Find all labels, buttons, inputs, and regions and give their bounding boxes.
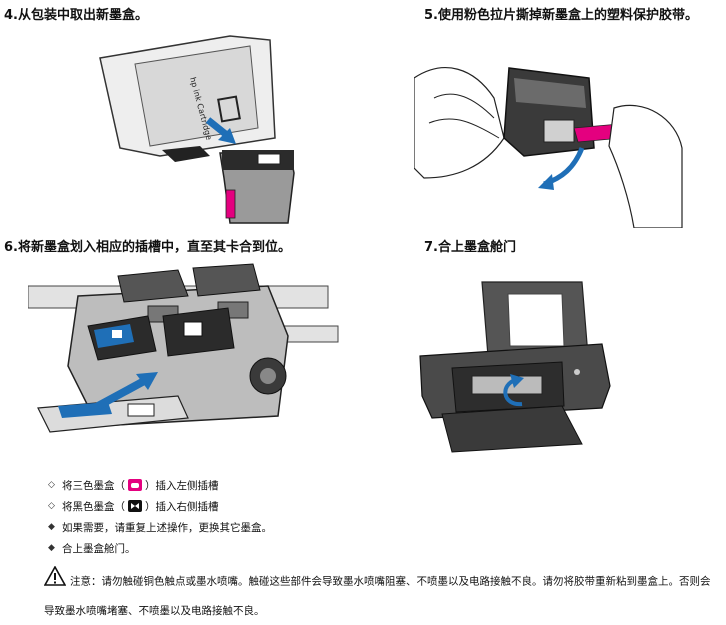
step-4-illustration: hp ink Cartridge — [99, 35, 295, 224]
note-marker: ◇ — [48, 501, 55, 511]
cartridge-being-peeled — [503, 67, 595, 157]
note-text-after: ）插入右侧插槽 — [145, 500, 219, 513]
note-marker: ◆ — [48, 543, 55, 553]
note-text-before: 将三色墨盒（ — [62, 479, 125, 492]
caution-note: 注意：请勿触碰铜色触点或墨水喷嘴。触碰这些部件会导致墨水喷嘴阻塞、不喷墨以及电路… — [43, 565, 714, 625]
note-close-door: ◆ 合上墨盒舱门。 — [48, 539, 708, 557]
step-7-illustration — [419, 281, 611, 453]
step-4-title: 4.从包装中取出新墨盒。 — [4, 8, 148, 23]
right-hand — [608, 104, 683, 228]
note-tricolor: ◇ 将三色墨盒（ ）插入左侧插槽 — [48, 476, 708, 494]
paper-sheet — [507, 293, 565, 347]
insert-arrow — [96, 376, 148, 410]
warning-icon — [43, 565, 67, 597]
cartridge-to-insert — [37, 395, 189, 433]
new-cartridge — [219, 150, 295, 224]
step-6-title: 6.将新墨盒划入相应的插槽中，直至其卡合到位。 — [4, 240, 291, 255]
note-text: 如果需要，请重复上述操作，更换其它墨盒。 — [62, 521, 272, 534]
left-hand — [414, 67, 505, 179]
instruction-notes: ◇ 将三色墨盒（ ）插入左侧插槽 ◇ 将黑色墨盒（ ）插入右侧插槽 ◆ 如果需要… — [48, 476, 708, 560]
note-text-after: ）插入左侧插槽 — [145, 479, 219, 492]
cartridge-package: hp ink Cartridge — [99, 35, 276, 162]
step-5-title: 5.使用粉色拉片撕掉新墨盒上的塑料保护胶带。 — [424, 8, 698, 23]
step-6-illustration — [28, 263, 339, 433]
output-tray — [441, 405, 583, 453]
note-marker: ◆ — [48, 522, 55, 532]
caution-text: 注意：请勿触碰铜色触点或墨水喷嘴。触碰这些部件会导致墨水喷嘴阻塞、不喷墨以及电路… — [44, 575, 711, 618]
tricolor-cartridge-icon — [128, 479, 142, 491]
note-marker: ◇ — [48, 480, 55, 490]
black-cartridge-icon — [128, 500, 142, 512]
note-repeat: ◆ 如果需要，请重复上述操作，更换其它墨盒。 — [48, 518, 708, 536]
note-text: 合上墨盒舱门。 — [62, 542, 136, 555]
note-black: ◇ 将黑色墨盒（ ）插入右侧插槽 — [48, 497, 708, 515]
step-7-title: 7.合上墨盒舱门 — [424, 240, 516, 255]
note-text-before: 将黑色墨盒（ — [62, 500, 125, 513]
step-5-illustration — [414, 67, 683, 228]
